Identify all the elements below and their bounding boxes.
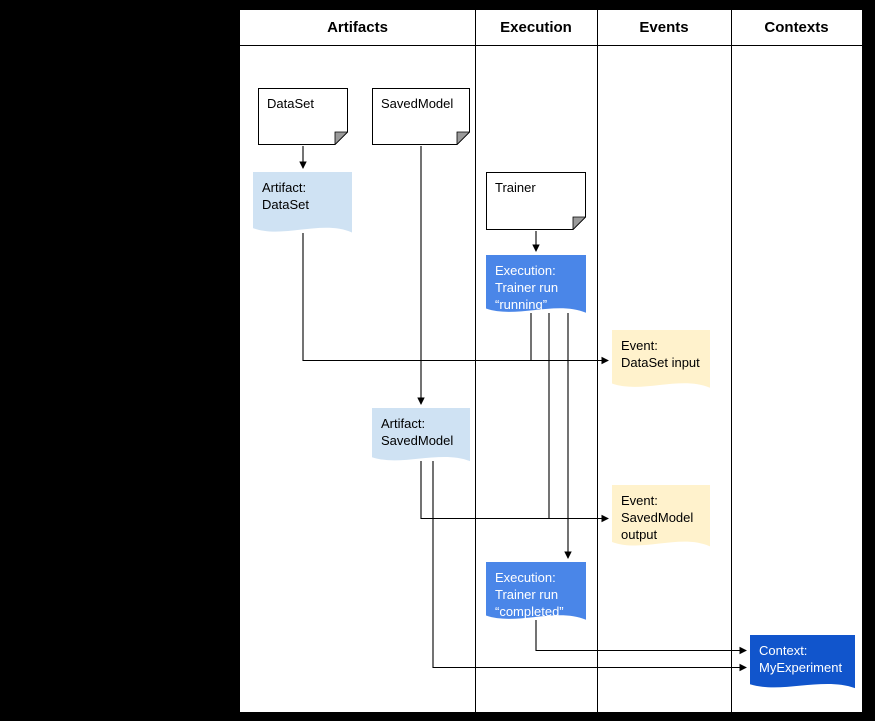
node-event-dataset-input: Event: DataSet input: [612, 330, 710, 393]
column-header-contexts: Contexts: [764, 19, 829, 36]
wave-shape-icon: [253, 172, 352, 233]
node-savedmodel-type: SavedModel: [372, 88, 470, 145]
document-shape-icon: [486, 172, 586, 230]
document-shape-icon: [372, 88, 470, 145]
node-label: Trainer: [495, 180, 536, 195]
node-artifact-savedmodel: Artifact: SavedModel: [372, 408, 470, 466]
node-trainer-type: Trainer: [486, 172, 586, 230]
node-label: Artifact: DataSet: [262, 180, 309, 212]
column-header-events: Events: [639, 19, 689, 36]
wave-shape-icon: [612, 330, 710, 388]
node-label: Event: SavedModel output: [621, 493, 694, 542]
node-label: Execution: Trainer run “completed”: [495, 570, 564, 619]
column-header-artifacts: Artifacts: [327, 19, 388, 36]
node-dataset-type: DataSet: [258, 88, 348, 145]
node-label: Event: DataSet input: [621, 338, 700, 370]
node-execution-running: Execution: Trainer run “running”: [486, 255, 586, 318]
column-header-execution: Execution: [500, 19, 572, 36]
node-context-myexperiment: Context: MyExperiment: [750, 635, 855, 693]
node-artifact-dataset: Artifact: DataSet: [253, 172, 352, 238]
node-label: DataSet: [267, 96, 314, 111]
node-label: SavedModel: [381, 96, 454, 111]
node-execution-completed: Execution: Trainer run “completed”: [486, 562, 586, 625]
node-label: Artifact: SavedModel: [381, 416, 454, 448]
node-label: Execution: Trainer run “running”: [495, 263, 559, 312]
document-shape-icon: [258, 88, 348, 145]
node-event-savedmodel-output: Event: SavedModel output: [612, 485, 710, 552]
node-label: Context: MyExperiment: [759, 643, 843, 675]
wave-shape-icon: [750, 635, 855, 689]
wave-shape-icon: [372, 408, 470, 462]
